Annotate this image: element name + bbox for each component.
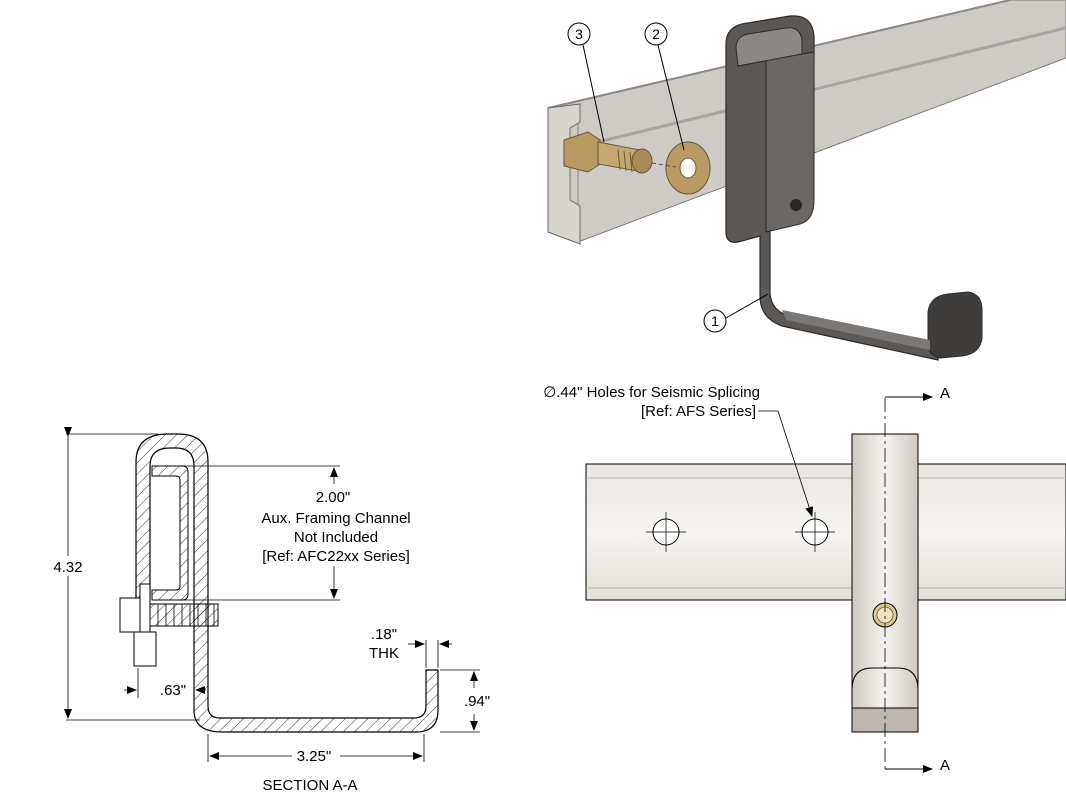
- channel-end-face: [547, 103, 581, 245]
- channel-note-line-3: [Ref: AFC22xx Series]: [262, 548, 410, 565]
- bolt-section: [119, 583, 219, 667]
- callout-3-balloon: [567, 22, 591, 46]
- section-view: 4.32 2.00" Aux. Framing Channel Not Incl…: [46, 427, 490, 794]
- dim-overall-height: 4.32: [53, 559, 82, 576]
- dim-thickness-label: THK: [369, 645, 399, 662]
- bracket-section: [135, 433, 439, 733]
- dim-width: 3.25": [297, 748, 332, 765]
- callout-2-balloon: [644, 22, 668, 46]
- callout-1-label: 1: [711, 313, 719, 329]
- callout-2-label: 2: [652, 26, 660, 42]
- bracket-lip: [927, 291, 983, 359]
- dim-thickness-value: .18": [371, 626, 397, 643]
- section-title: SECTION A-A: [262, 777, 357, 794]
- front-view: A A ∅.44" Holes for Seismic Splicing [Re…: [543, 384, 1066, 774]
- dim-channel-height: 2.00": [316, 489, 351, 506]
- hole-note-line-2: [Ref: AFS Series]: [641, 403, 756, 420]
- hole-note-line-1: ∅.44" Holes for Seismic Splicing: [543, 384, 760, 401]
- section-mark-bottom: A: [940, 757, 950, 774]
- bolt: [563, 131, 653, 174]
- splice-hole-2: [795, 512, 835, 552]
- channel-note-line-1: Aux. Framing Channel: [261, 510, 410, 527]
- channel-section: [151, 465, 189, 601]
- channel-note-line-2: Not Included: [294, 529, 378, 546]
- dim-lip-height: .94": [464, 693, 490, 710]
- isometric-view: 3 2 1: [547, 0, 1066, 361]
- splice-hole-1: [646, 512, 686, 552]
- callout-1-balloon: [703, 309, 727, 333]
- section-mark-top: A: [940, 385, 950, 402]
- dim-offset: .63": [160, 682, 186, 699]
- callout-3-label: 3: [575, 26, 583, 42]
